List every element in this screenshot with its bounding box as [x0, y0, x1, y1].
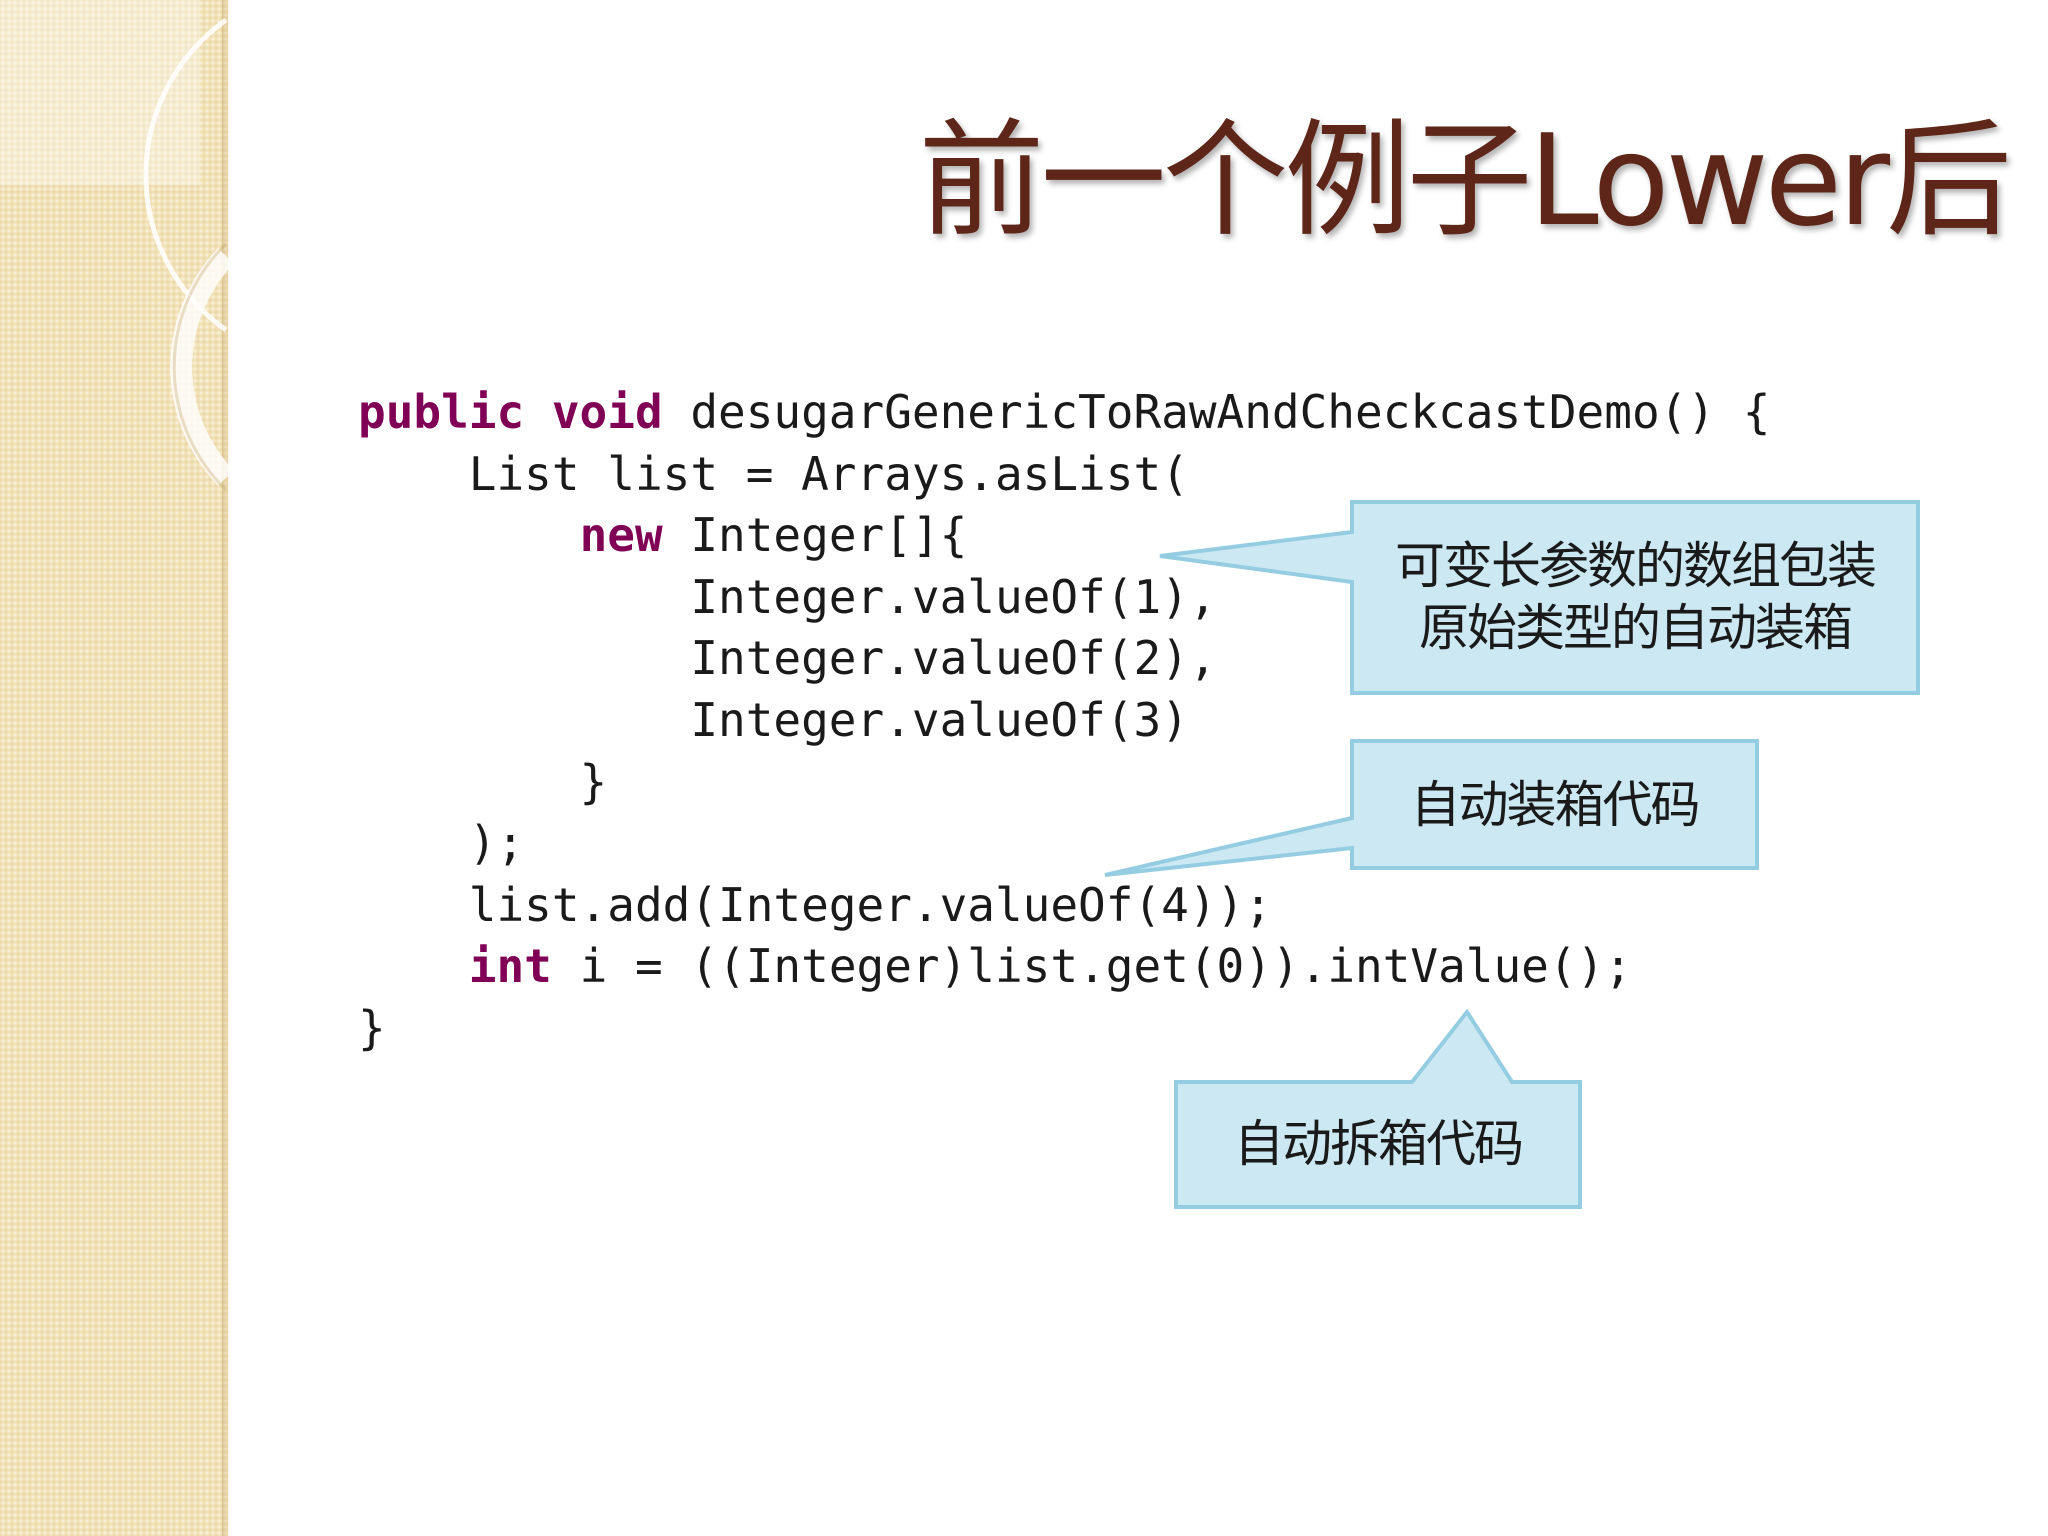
code-line: );	[358, 813, 1770, 875]
code-line: int i = ((Integer)list.get(0)).intValue(…	[358, 936, 1770, 998]
code-text: }	[358, 754, 608, 809]
decorative-side-edge	[222, 0, 230, 1536]
callout-varargs-text: 可变长参数的数组包装 原始类型的自动装箱	[1395, 537, 1877, 657]
code-keyword: new	[579, 508, 663, 563]
code-text: Integer.valueOf(2),	[358, 631, 1217, 686]
code-line: }	[358, 998, 1770, 1060]
code-text: i = ((Integer)list.get(0)).intValue();	[551, 939, 1632, 994]
callout-shape-unboxing	[1174, 1008, 1582, 1209]
code-text: list.add(Integer.valueOf(4));	[358, 877, 1272, 932]
code-keyword: int	[468, 939, 552, 994]
code-line: }	[358, 752, 1770, 814]
code-text: Integer.valueOf(1),	[358, 569, 1217, 624]
decorative-ring-small	[170, 248, 234, 486]
code-line: List list = Arrays.asList(	[358, 444, 1770, 506]
callout-boxing-text: 自动装箱代码	[1410, 776, 1701, 834]
callout-unboxing-text: 自动拆箱代码	[1234, 1115, 1524, 1173]
code-line: Integer.valueOf(3)	[358, 690, 1770, 752]
code-text: List list = Arrays.asList(	[358, 446, 1189, 501]
callout-shape-boxing	[1104, 739, 1759, 877]
code-line: Integer.valueOf(1),	[358, 567, 1770, 629]
callout-shape-varargs	[1159, 500, 1920, 695]
decorative-ring-small-shade	[172, 242, 228, 492]
code-text: Integer[]{	[662, 508, 968, 563]
decorative-side-panel	[0, 0, 228, 1536]
code-line: public void desugarGenericToRawAndCheckc…	[358, 382, 1770, 444]
code-text: desugarGenericToRawAndCheckcastDemo() {	[662, 385, 1771, 439]
decorative-rings	[143, 17, 234, 492]
code-line: Integer.valueOf(2),	[358, 628, 1770, 690]
code-line: new Integer[]{	[358, 505, 1770, 567]
code-text: }	[358, 1000, 386, 1055]
code-keyword: public void	[358, 385, 663, 439]
code-text: );	[358, 816, 525, 871]
slide-title: 前一个例子Lower后	[918, 107, 2012, 254]
code-line: list.add(Integer.valueOf(4));	[358, 875, 1770, 937]
code-text: Integer.valueOf(3)	[358, 692, 1189, 747]
code-block: public void desugarGenericToRawAndCheckc…	[358, 382, 1770, 1060]
